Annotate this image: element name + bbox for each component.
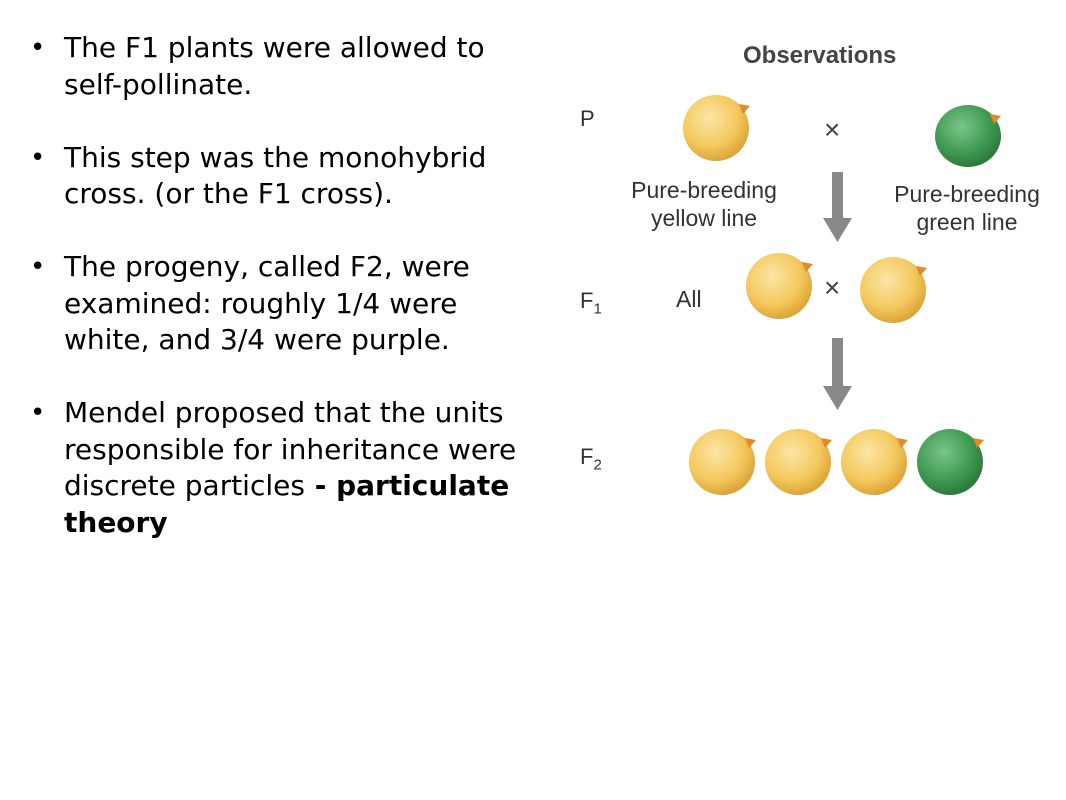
yellow-pea-icon — [689, 429, 756, 495]
green-line-caption: Pure-breeding green line — [894, 181, 1040, 235]
bullet-text: Mendel proposed that the units responsib… — [64, 396, 517, 502]
observations-diagram: Observations P F1 F2 × × Pure-breeding y… — [560, 30, 1066, 510]
bullet-item: • The progeny, called F2, were examined:… — [28, 249, 518, 359]
green-pea-icon — [935, 105, 1001, 167]
bullet-text: The progeny, called F2, were examined: r… — [64, 250, 470, 356]
diagram-title: Observations — [743, 42, 897, 69]
bullet-dot-icon: • — [30, 398, 46, 428]
yellow-pea-icon — [746, 253, 813, 319]
bullet-list: • The F1 plants were allowed to self-pol… — [28, 30, 518, 578]
yellow-pea-icon — [765, 429, 832, 495]
bullet-bold-text: - particulate theory — [64, 469, 510, 539]
bullet-dot-icon: • — [30, 142, 46, 173]
bullet-dot-icon: • — [30, 252, 46, 282]
bullet-text: The F1 plants were allowed to self-polli… — [64, 31, 485, 101]
diagram-graphics — [683, 95, 1001, 495]
f1-all-label: All — [676, 286, 702, 312]
generation-f1-label: F1 — [580, 288, 602, 318]
bullet-item: • Mendel proposed that the units respons… — [28, 395, 518, 541]
bullet-dot-icon: • — [30, 33, 46, 63]
green-pea-icon — [917, 429, 984, 495]
cross-symbol-p: × — [824, 114, 841, 145]
yellow-pea-icon — [860, 257, 927, 323]
bullet-item: • The F1 plants were allowed to self-pol… — [28, 30, 518, 103]
yellow-line-caption: Pure-breeding yellow line — [631, 177, 777, 231]
bullet-text: This step was the monohybrid cross. (or … — [64, 140, 487, 211]
generation-p-label: P — [580, 106, 595, 131]
bullet-item: • This step was the monohybrid cross. (o… — [28, 140, 518, 213]
yellow-pea-icon — [841, 429, 908, 495]
yellow-pea-icon — [683, 95, 750, 161]
down-arrow-icon — [823, 338, 852, 410]
down-arrow-icon — [823, 172, 852, 242]
generation-f2-label: F2 — [580, 444, 602, 474]
cross-symbol-f1: × — [824, 272, 841, 303]
